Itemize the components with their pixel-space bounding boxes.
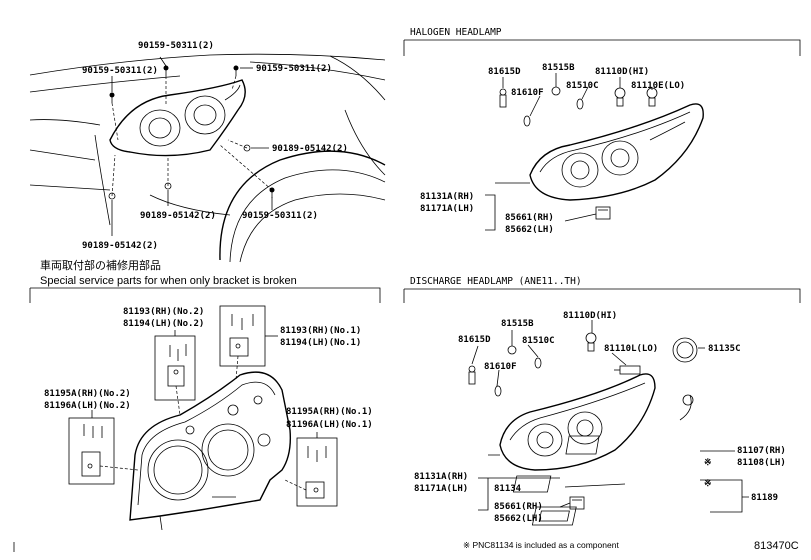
part-label: 81189 (751, 493, 778, 503)
part-label: 81195A(RH)(No.2) (44, 389, 131, 399)
part-label: 90159-50311(2) (138, 41, 214, 51)
part-label: 81171A(LH) (420, 204, 474, 214)
part-label: 81194(LH)(No.1) (280, 338, 361, 348)
bolt-icon (109, 92, 115, 103)
part-label: 81131A(RH) (414, 472, 468, 482)
part-label: 81107(RH) (737, 446, 786, 456)
discharge-title: DISCHARGE HEADLAMP (ANE11..TH) (410, 276, 582, 287)
part-label: 90159-50311(2) (82, 66, 158, 76)
screw-icon (83, 314, 327, 462)
part-label: 81510C (566, 81, 599, 91)
illustration-code: 813470C (754, 540, 799, 552)
bulb-icon (499, 88, 507, 108)
footnote-mark: ※ (704, 479, 712, 489)
vehicle-part-labels: 90159-50311(2) 90159-50311(2) 90159-5031… (82, 41, 348, 251)
part-label: 90189-05142(2) (82, 241, 158, 251)
bolt-icon (163, 65, 169, 76)
vehicle-front-illustration (29, 53, 386, 263)
part-label: 81193(RH)(No.2) (123, 307, 204, 317)
bracket-plate-icon (305, 481, 325, 499)
bulb-icon (614, 87, 626, 107)
bolt-icon (233, 65, 239, 76)
part-label: 81193(RH)(No.1) (280, 326, 361, 336)
part-label: 81510C (522, 336, 555, 346)
bulb-icon (468, 365, 476, 385)
socket-icon (523, 115, 531, 127)
part-label: 90189-05142(2) (272, 144, 348, 154)
part-label: 81135C (708, 344, 741, 354)
part-label: 81108(LH) (737, 458, 786, 468)
socket-icon (576, 98, 584, 110)
socket-icon (494, 385, 502, 397)
nut-icon (243, 144, 251, 152)
part-label: 81171A(LH) (414, 484, 468, 494)
halogen-headlamp-illustration (485, 73, 704, 231)
part-label: 81110D(HI) (595, 67, 649, 77)
bracket-plate-icon (167, 365, 185, 387)
cap-icon (672, 337, 698, 363)
cover-icon (531, 506, 577, 526)
part-label: 90189-05142(2) (140, 211, 216, 221)
part-label: 81515B (501, 319, 534, 329)
part-label: 85662(LH) (494, 514, 543, 524)
bracket-icon (595, 206, 611, 220)
part-label: 85661(RH) (494, 502, 543, 512)
footnote: ※ PNC81134 is included as a component (463, 540, 619, 550)
bracket-title-jp: 車両取付部の補修用部品 (40, 258, 161, 272)
halogen-part-labels: 81615D 81515B 81110D(HI) 81610F 81510C 8… (420, 63, 685, 235)
gasket-icon (512, 475, 552, 493)
part-label: 81194(LH)(No.2) (123, 319, 204, 329)
part-label: 81110E(LO) (631, 81, 685, 91)
part-label: 90159-50311(2) (256, 64, 332, 74)
part-label: 81134 (494, 484, 522, 494)
discharge-headlamp-illustration (468, 320, 749, 526)
part-label: 81610F (511, 88, 544, 98)
part-label: 81110D(HI) (563, 311, 617, 321)
bracket-part-labels: 81193(RH)(No.2) 81194(LH)(No.2) 81193(RH… (44, 307, 373, 430)
part-label: 81195A(RH)(No.1) (286, 407, 373, 417)
part-label: 81196A(LH)(No.1) (286, 420, 373, 430)
bracket-plate-icon (81, 451, 101, 477)
part-label: 81610F (484, 362, 517, 372)
bracket-plate-icon (229, 337, 249, 357)
part-label: 81110L(LO) (604, 344, 658, 354)
part-label: 81515B (542, 63, 575, 73)
bulb-icon (585, 332, 597, 352)
socket-icon (551, 86, 561, 96)
discharge-bulb-icon (614, 365, 641, 375)
discharge-part-labels: 81515B 81110D(HI) 81615D 81510C 81110L(L… (414, 311, 786, 524)
part-label: 81615D (458, 335, 491, 345)
part-label: 85662(LH) (505, 225, 554, 235)
part-label: 81196A(LH)(No.2) (44, 401, 131, 411)
part-label: 90159-50311(2) (242, 211, 318, 221)
socket-icon (534, 357, 542, 369)
halogen-title: HALOGEN HEADLAMP (410, 27, 502, 38)
bracket-title-en: Special service parts for when only brac… (40, 275, 297, 287)
footnote-mark: ※ (704, 458, 712, 468)
part-label: 81131A(RH) (420, 192, 474, 202)
bolt-icon (269, 187, 275, 198)
part-label: 81615D (488, 67, 521, 77)
bracket-detail-illustration (68, 305, 338, 531)
socket-icon (507, 345, 517, 355)
section-frames (13, 39, 801, 552)
part-label: 85661(RH) (505, 213, 554, 223)
ballast-icon (565, 394, 694, 455)
